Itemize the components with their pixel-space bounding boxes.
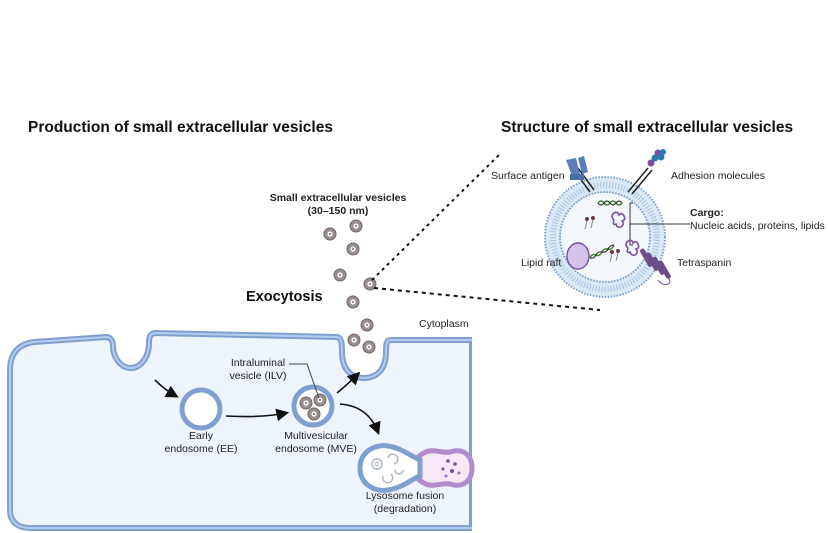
structure-title: Structure of small extracellular vesicle… <box>501 119 794 136</box>
protein-icon <box>625 239 640 256</box>
cargo-title: Cargo: <box>690 207 724 219</box>
lipid-raft-label: Lipid raft <box>521 257 562 269</box>
sev-particle <box>333 268 347 282</box>
arrow-ee-to-mve <box>225 408 290 422</box>
tetraspanin-icon <box>639 248 671 285</box>
early-endosome-label: Early endosome (EE) <box>160 430 242 456</box>
zoom-line-top <box>371 153 501 281</box>
production-title: Production of small extracellular vesicl… <box>28 119 333 136</box>
sev-particle <box>360 318 374 332</box>
sev-particle <box>349 219 363 233</box>
arrow-to-early-endosome <box>154 379 179 398</box>
lipid-icon <box>584 216 595 230</box>
tetraspanin-label: Tetraspanin <box>677 257 732 269</box>
protein-icon <box>611 211 626 228</box>
sev-label: Small extracellular vesicles (30–150 nm) <box>268 192 408 218</box>
ilv-label: Intraluminal vesicle (ILV) <box>226 357 290 383</box>
early-endosome <box>179 387 223 431</box>
sev-particle <box>362 340 376 354</box>
ee-label-line2: endosome (EE) <box>164 443 238 455</box>
lysosome-label: Lysosome fusion (degradation) <box>360 490 450 516</box>
cargo-label: Cargo: Nucleic acids, proteins, lipids <box>690 207 825 233</box>
mve-label: Multivesicular endosome (MVE) <box>268 430 364 456</box>
arrow-mve-to-lysosome <box>339 403 381 435</box>
cytoplasm-label: Cytoplasm <box>419 318 469 330</box>
sev-particle <box>323 227 337 241</box>
adhesion-molecule-icon <box>627 149 666 195</box>
cargo-description: Nucleic acids, proteins, lipids <box>690 220 825 232</box>
sev-particle <box>346 295 360 309</box>
sev-label-line1: Small extracellular vesicles <box>269 192 407 204</box>
cargo-bracket <box>629 202 690 246</box>
sev-label-line2: (30–150 nm) <box>307 205 369 217</box>
exocytosis-label: Exocytosis <box>246 289 323 305</box>
ilv-leader-line <box>289 363 320 399</box>
ilv-label-line1: Intraluminal <box>230 357 286 369</box>
lyso-label-line1: Lysosome fusion <box>365 490 445 502</box>
lyso-label-line2: (degradation) <box>373 503 437 515</box>
lipid-icon <box>609 249 620 263</box>
ee-label-line1: Early <box>189 430 213 442</box>
sev-particle <box>346 242 360 256</box>
sev-particle <box>347 333 361 347</box>
small-extracellular-vesicles <box>323 219 377 354</box>
arrow-mve-to-exocytosis <box>336 371 361 394</box>
sev-structure <box>544 149 690 298</box>
multivesicular-endosome <box>291 384 335 428</box>
lysosome-fusion <box>357 443 475 493</box>
lipid-raft-icon <box>566 242 590 270</box>
ilv-label-line2: vesicle (ILV) <box>229 370 287 382</box>
surface-antigen-icon <box>566 156 595 193</box>
surface-antigen-label: Surface antigen <box>491 170 565 182</box>
mve-label-line2: endosome (MVE) <box>275 443 357 455</box>
adhesion-molecules-label: Adhesion molecules <box>671 170 765 182</box>
zoom-line-bottom <box>373 287 601 311</box>
mve-label-line1: Multivesicular <box>284 430 348 442</box>
